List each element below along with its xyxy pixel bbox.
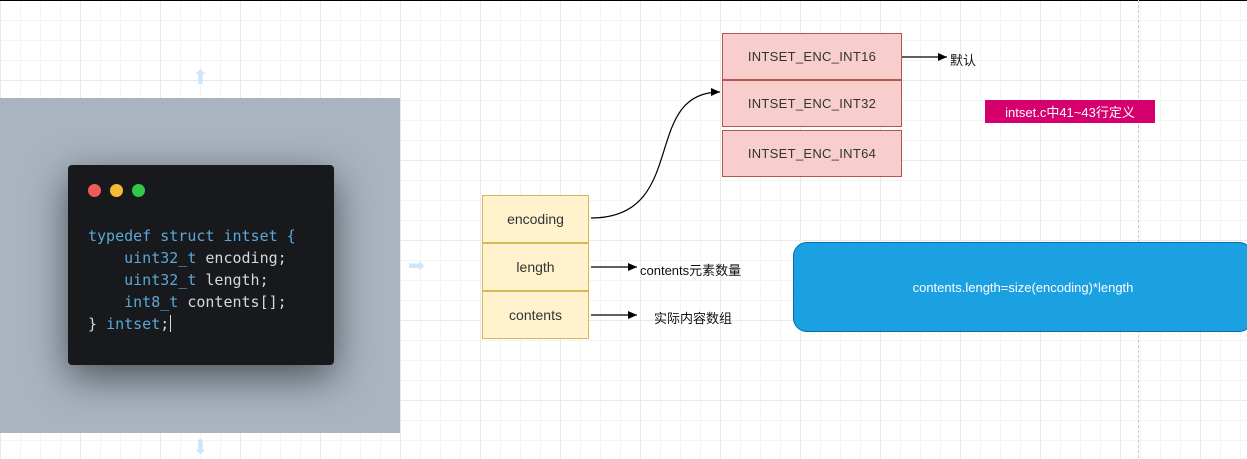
ghost-down-arrow-icon: ⬇: [192, 437, 209, 459]
code-token: encoding;: [196, 249, 287, 267]
field-length[interactable]: length: [482, 243, 589, 291]
code-token: typedef struct intset {: [88, 227, 296, 245]
field-contents[interactable]: contents: [482, 291, 589, 339]
enum-int16[interactable]: INTSET_ENC_INT16: [722, 33, 902, 80]
source-reference-tag[interactable]: intset.c中41~43行定义: [985, 100, 1155, 123]
code-token: length;: [196, 271, 269, 289]
default-label[interactable]: 默认: [950, 53, 977, 68]
code-line: uint32_t encoding;: [88, 247, 287, 269]
contents-note[interactable]: 实际内容数组: [654, 311, 733, 326]
code-line: int8_t contents[];: [88, 291, 287, 313]
code-token: ;: [160, 315, 170, 333]
code-token: uint32_t: [124, 271, 197, 289]
code-line: typedef struct intset {: [88, 225, 296, 247]
code-token: }: [88, 315, 107, 333]
code-line: uint32_t length;: [88, 269, 269, 291]
canvas-top-border: [0, 0, 1247, 1]
code-token: intset: [106, 315, 161, 333]
code-token: contents[];: [178, 293, 287, 311]
ghost-right-arrow-icon: ➡: [408, 255, 425, 277]
page-break-guide: [1138, 0, 1139, 458]
close-dot-icon: [88, 184, 101, 197]
encoding-to-enum-edge: [590, 88, 721, 219]
enum-int32[interactable]: INTSET_ENC_INT32: [722, 80, 902, 127]
code-screenshot[interactable]: typedef struct intset { uint32_t encodin…: [0, 98, 400, 433]
code-line: } intset;: [88, 313, 172, 335]
maximize-dot-icon: [132, 184, 145, 197]
ghost-up-arrow-icon: ⬆: [192, 67, 209, 89]
field-encoding[interactable]: encoding: [482, 195, 589, 243]
minimize-dot-icon: [110, 184, 123, 197]
length-note[interactable]: contents元素数量: [640, 263, 742, 278]
text-cursor: [170, 315, 172, 332]
formula-box[interactable]: contents.length=size(encoding)*length: [793, 242, 1247, 332]
code-token: int8_t: [124, 293, 179, 311]
code-token: uint32_t: [124, 249, 197, 267]
code-window: typedef struct intset { uint32_t encodin…: [68, 165, 334, 365]
enum-int64[interactable]: INTSET_ENC_INT64: [722, 130, 902, 177]
